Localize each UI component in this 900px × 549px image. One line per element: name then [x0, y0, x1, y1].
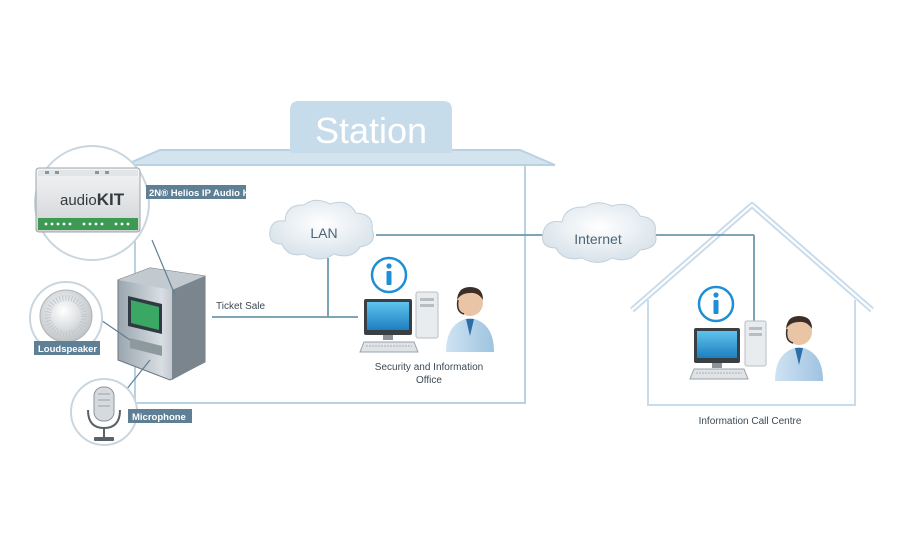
security-office-workstation: Security and Information Office — [359, 256, 494, 386]
security-office-label-line2: Office — [416, 375, 442, 386]
computer-icon — [359, 291, 439, 353]
info-icon — [370, 256, 408, 294]
station-title: Station — [315, 110, 427, 151]
operator-icon — [446, 287, 494, 352]
call-centre-building — [630, 202, 874, 406]
ticket-sale-label: Ticket Sale — [216, 301, 266, 312]
lan-label: LAN — [310, 225, 337, 241]
device-brand: audio — [60, 192, 97, 209]
device-brand-bold: KIT — [97, 190, 125, 209]
microphone-icon — [87, 386, 121, 441]
security-office-label-line1: Security and Information — [375, 362, 483, 373]
computer-icon — [689, 320, 767, 380]
microphone-label: Microphone — [132, 412, 186, 423]
loudspeaker-label: Loudspeaker — [38, 344, 97, 355]
microphone-callout: Microphone — [70, 359, 192, 446]
network-links — [212, 234, 755, 328]
station-banner: Station — [290, 101, 452, 153]
call-centre-label: Information Call Centre — [699, 416, 802, 427]
loudspeaker-callout: Loudspeaker — [29, 281, 131, 355]
loudspeaker-icon — [39, 289, 93, 343]
audio-kit-label: 2N® Helios IP Audio Kit — [149, 188, 256, 199]
svg-text:audioKIT: audioKIT — [60, 190, 125, 209]
internet-cloud: Internet — [542, 202, 657, 263]
atm-icon: Ticket Sale — [117, 267, 266, 381]
internet-label: Internet — [574, 231, 622, 247]
audio-kit-icon: audioKIT — [35, 167, 141, 233]
operator-icon — [775, 316, 823, 381]
call-centre-workstation: Information Call Centre — [689, 285, 823, 427]
lan-cloud: LAN — [269, 199, 374, 260]
audio-kit-callout: audioKIT 2N® Helios IP Audio Kit — [34, 145, 256, 296]
info-icon — [697, 285, 735, 323]
